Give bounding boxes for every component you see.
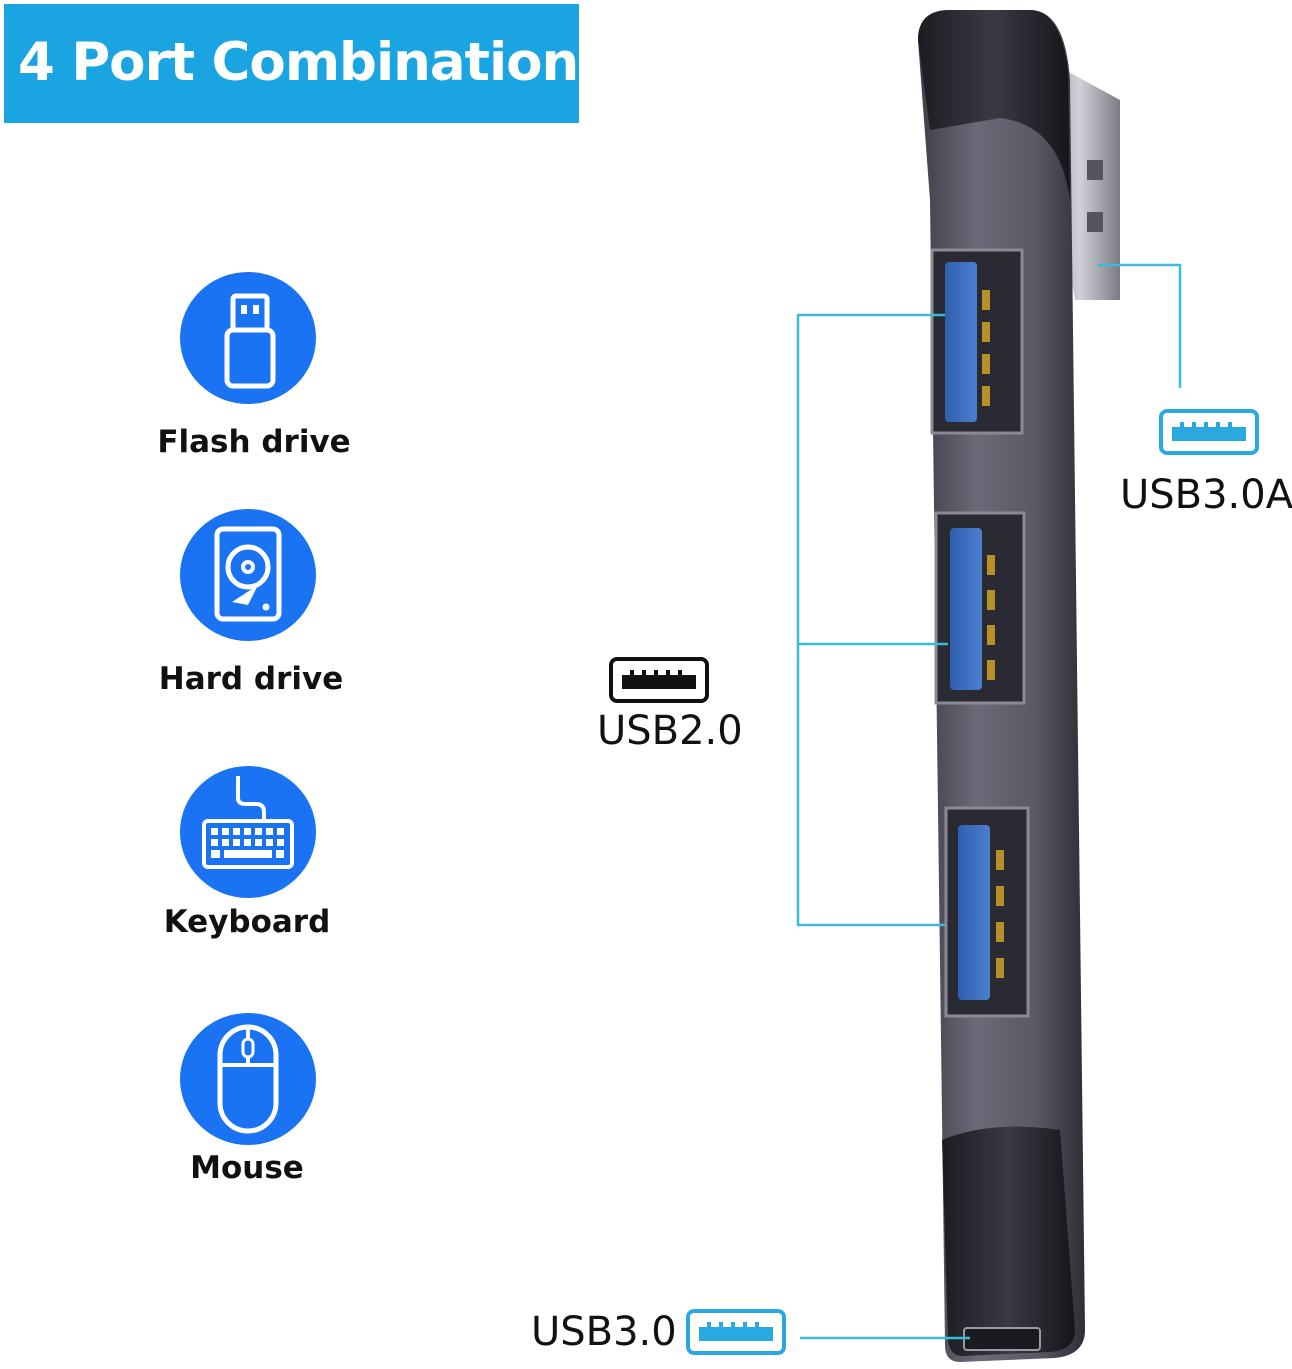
- hard-drive-circle: [180, 509, 316, 641]
- connector-lines: [796, 263, 1182, 1340]
- port-label-usb20: USB2.0: [597, 708, 743, 754]
- device-label-mouse: Mouse: [190, 1150, 304, 1186]
- title-banner: 4 Port Combinations: [4, 4, 610, 123]
- usb-port-2: [934, 511, 1026, 705]
- usb-port-bottom: [963, 1327, 1041, 1351]
- usb3-port-symbol-a: [1159, 409, 1259, 455]
- usb2-port-symbol: [609, 657, 709, 703]
- keyboard-icon: [202, 776, 294, 869]
- mouse-icon: [217, 1024, 279, 1134]
- mouse-circle: [180, 1013, 316, 1145]
- banner-title: 4 Port Combinations: [18, 32, 610, 93]
- device-label-flash-drive: Flash drive: [157, 424, 351, 460]
- device-label-keyboard: Keyboard: [163, 904, 331, 940]
- hard-drive-icon: [214, 526, 282, 622]
- usb3-port-symbol: [686, 1309, 786, 1355]
- usb-port-1: [930, 248, 1024, 435]
- keyboard-circle: [180, 766, 316, 898]
- hub-top-cap: [918, 10, 1070, 200]
- flash-drive-circle: [180, 272, 316, 404]
- usb-port-3: [944, 806, 1030, 1018]
- device-label-hard-drive: Hard drive: [158, 661, 344, 697]
- flash-drive-icon: [224, 293, 276, 389]
- port-label-usb30a: USB3.0A: [1120, 472, 1292, 518]
- hub-bottom-cap: [942, 1126, 1075, 1356]
- port-label-usb30: USB3.0: [531, 1309, 677, 1355]
